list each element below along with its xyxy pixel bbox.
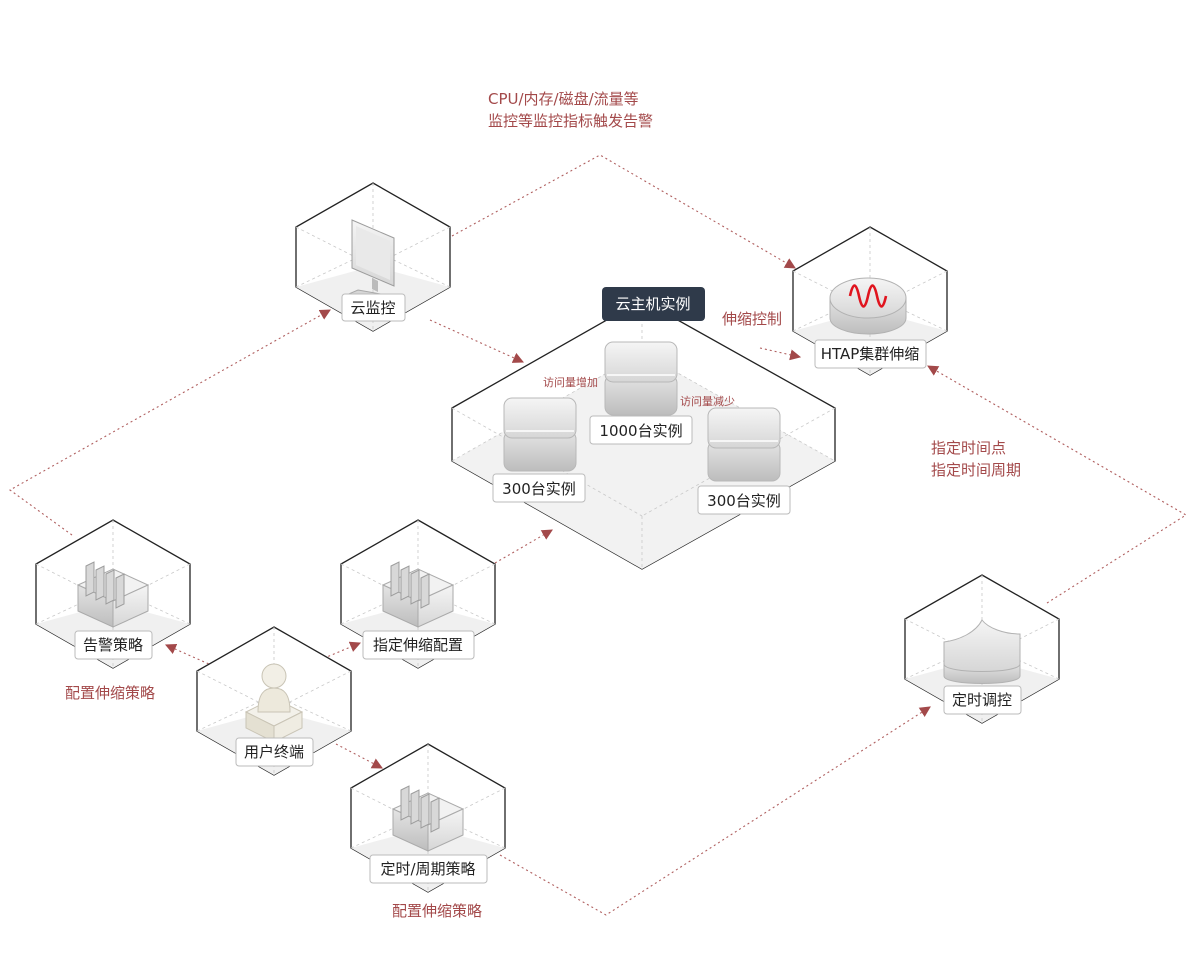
storage-rack-icon [76,561,150,628]
connector-user-timed [335,743,383,769]
annotation-traffic-up: 访问量增加 [543,375,598,389]
connectors [8,154,1188,916]
cluster-title-badge: 云主机实例 [602,287,705,321]
connector-timed-control [499,706,931,916]
server-stack-left [503,397,577,472]
node-user-terminal: 用户终端 [196,626,352,776]
node-cloud-monitor: 云监控 [295,182,451,332]
connector-control-htap [927,365,1188,604]
connector-monitor-cluster [429,319,525,363]
router-icon [829,277,907,335]
connector-cluster-htap [759,347,802,361]
instance-label-left-text: 300台实例 [502,480,576,498]
connector-monitor-htap [451,154,796,269]
user-icon [244,663,304,743]
annotation-scale-control: 伸缩控制 [722,310,782,328]
connector-config-cluster [494,529,553,564]
shield-icon [943,619,1021,684]
instance-label-center-text: 1000台实例 [599,422,682,440]
annotation-schedule-line2: 指定时间周期 [931,461,1021,479]
node-designated-config: 指定伸缩配置 [340,519,496,669]
annotation-schedule-line1: 指定时间点 [931,439,1006,457]
node-timed-control: 定时调控 [904,574,1060,724]
instance-label-right-text: 300台实例 [707,492,781,510]
annotation-top-line2: 监控等监控指标触发告警 [488,112,653,130]
node-timed-control-label: 定时调控 [952,691,1012,709]
annotation-config-left: 配置伸缩策略 [65,684,155,702]
node-timed-policy: 定时/周期策略 [350,743,506,893]
cluster-title: 云主机实例 [615,295,690,313]
storage-rack-icon [381,561,455,628]
instance-label-left: 300台实例 [492,473,586,503]
node-alarm-policy: 告警策略 [35,519,191,669]
node-alarm-policy-label: 告警策略 [83,636,143,654]
node-designated-config-label: 指定伸缩配置 [373,636,463,654]
server-stack-center [604,341,678,416]
storage-rack-icon [391,785,465,852]
node-timed-policy-label: 定时/周期策略 [380,860,475,878]
connector-alarm-monitor [8,309,331,536]
instance-label-right: 300台实例 [697,485,791,515]
instance-label-center: 1000台实例 [589,415,693,445]
server-stack-right [707,407,781,482]
annotation-top-line1: CPU/内存/磁盘/流量等 [488,90,639,108]
node-user-terminal-label: 用户终端 [244,743,304,761]
annotation-config-bottom: 配置伸缩策略 [392,902,482,920]
monitor-icon [342,219,395,303]
node-cloud-monitor-label: 云监控 [350,299,395,317]
annotation-traffic-down: 访问量减少 [680,395,735,408]
node-htap-label: HTAP集群伸缩 [821,345,920,363]
node-htap: HTAP集群伸缩 [792,226,948,376]
